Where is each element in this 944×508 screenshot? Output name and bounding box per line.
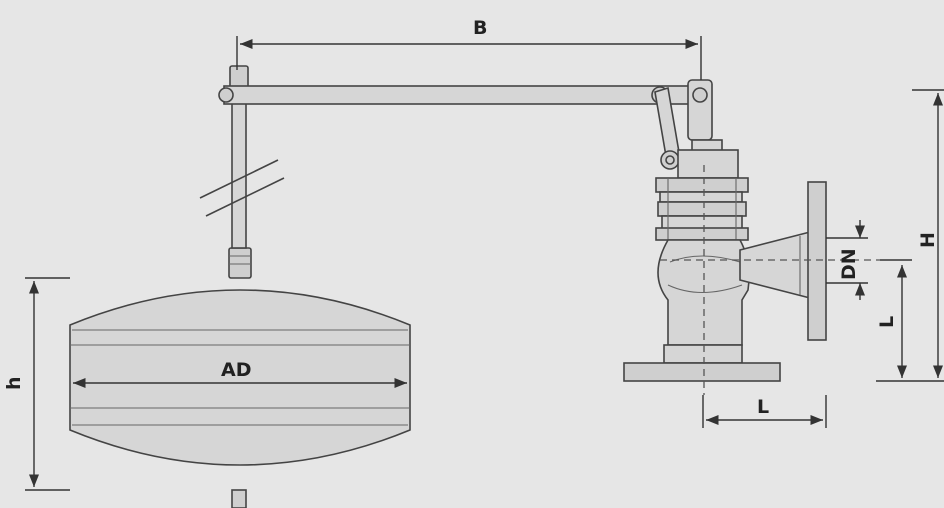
dimension-dn: DN — [826, 220, 868, 300]
label-dn: DN — [838, 248, 860, 280]
dimension-l-vertical: L — [876, 259, 912, 378]
dimension-h-large: H — [876, 89, 944, 382]
dimension-ad: AD — [73, 359, 407, 389]
lever-arm — [218, 79, 713, 141]
label-l-horizontal: L — [757, 396, 769, 418]
label-h-large: H — [917, 232, 939, 248]
valve-body — [623, 139, 880, 395]
dimension-b: B — [236, 17, 702, 80]
float-ball — [69, 289, 411, 508]
dimension-h-small: h — [3, 277, 70, 491]
dimension-l-horizontal: L — [702, 395, 827, 428]
label-h-small: h — [3, 376, 25, 390]
label-ad: AD — [221, 359, 251, 381]
label-l-vertical: L — [876, 316, 898, 328]
label-b: B — [473, 17, 487, 39]
